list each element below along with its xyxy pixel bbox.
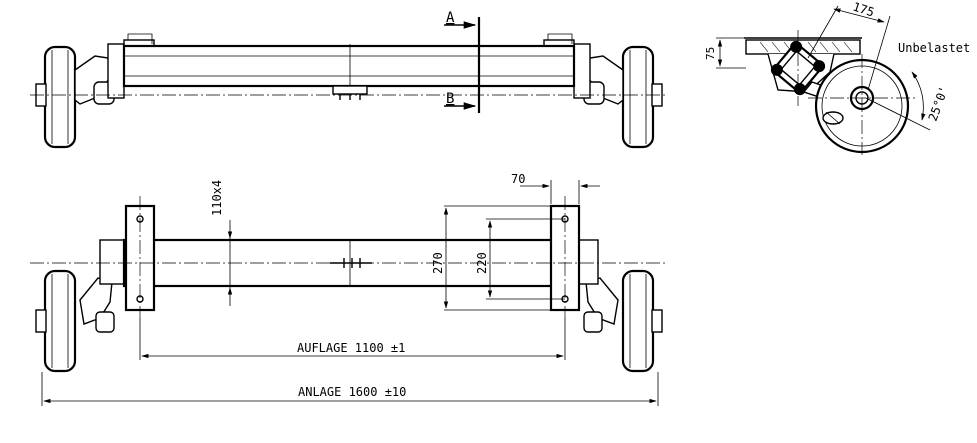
section-a-label: A <box>446 10 455 26</box>
left-wheel-top <box>35 45 77 149</box>
section-marker: A B <box>444 10 481 113</box>
dim-270: 270 <box>431 252 445 274</box>
top-axle-view: A B <box>30 10 668 149</box>
dim-anlage: ANLAGE 1600 ±10 <box>298 385 406 399</box>
dim-175: 175 <box>851 0 876 20</box>
unloaded-label: Unbelastet <box>898 41 970 55</box>
section-b-label: B <box>446 91 454 107</box>
axle-beam-top <box>122 44 576 88</box>
dim-75: 75 <box>704 47 717 60</box>
dim-angle: 25°0' <box>926 84 952 123</box>
bottom-axle-view <box>30 196 668 373</box>
dim-70: 70 <box>511 172 525 186</box>
dim-110x4: 110x4 <box>210 180 224 216</box>
left-wheel-bottom <box>43 269 77 373</box>
side-section-view: 75 175 25°0' Unbelastet <box>704 0 970 155</box>
dimensions: 110x4 70 270 220 AUFLAGE 1100 ±1 ANLAGE … <box>41 172 659 406</box>
right-wheel-bottom <box>621 269 655 373</box>
dim-auflage: AUFLAGE 1100 ±1 <box>297 341 405 355</box>
dim-220: 220 <box>475 252 489 274</box>
right-wheel-top <box>621 45 663 149</box>
